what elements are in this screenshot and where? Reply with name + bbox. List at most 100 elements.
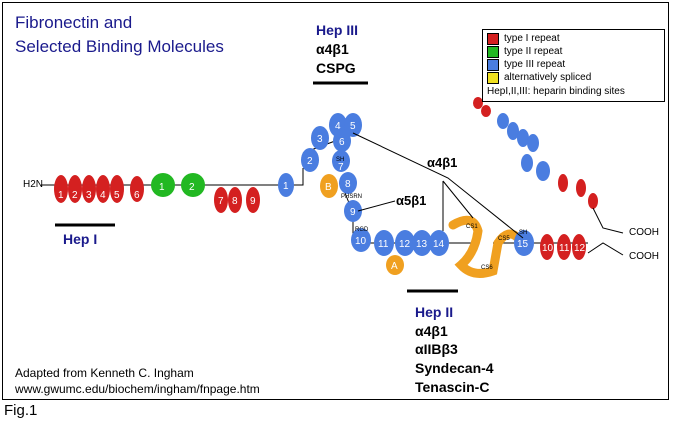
chain2-type3-e xyxy=(521,154,533,172)
legend-item-spliced: alternatively spliced xyxy=(487,71,591,84)
chain2-type3-f xyxy=(536,161,550,181)
sh-label-2: SH xyxy=(519,230,527,236)
type1-left-group: 1 2 3 4 5 xyxy=(54,175,124,203)
hep3-molecule-2: CSPG xyxy=(316,60,356,76)
type3-module-8 xyxy=(339,172,357,194)
title-line-2: Selected Binding Molecules xyxy=(15,37,224,56)
legend-label-type3: type III repeat xyxy=(504,59,566,70)
type1-module-5 xyxy=(110,175,124,203)
type1-label-10: 10 xyxy=(542,243,554,254)
chain2-type3-d xyxy=(527,134,539,152)
type3-module-1 xyxy=(278,173,294,197)
type3-label-5: 5 xyxy=(350,121,356,132)
title-line-1: Fibronectin and xyxy=(15,13,133,32)
figure-frame: H2N 1 2 3 4 5 6 1 2 7 8 9 xyxy=(2,2,669,400)
type1-label-12: 12 xyxy=(574,243,586,254)
n-terminus: H2N xyxy=(23,179,43,190)
sh-label-1: SH xyxy=(336,157,344,163)
type1-label-1: 1 xyxy=(58,190,64,201)
hep2-molecule-4: Tenascin-C xyxy=(415,379,490,395)
legend-label-type1: type I repeat xyxy=(504,33,560,44)
type1-module-4 xyxy=(96,175,110,203)
chain2-type1-c xyxy=(558,174,568,192)
type1-label-5: 5 xyxy=(114,190,120,201)
type1-module-12 xyxy=(572,234,586,260)
type1-module-1 xyxy=(54,175,68,203)
type3-label-9: 9 xyxy=(350,207,356,218)
type1-label-11: 11 xyxy=(559,243,570,254)
type3-module-15 xyxy=(514,230,534,256)
hep2-label: Hep II xyxy=(415,304,454,320)
cs1-label: CS1 xyxy=(466,224,478,230)
type3-label-10: 10 xyxy=(355,236,367,247)
type1-label-8: 8 xyxy=(232,196,238,207)
fibronectin-diagram: H2N 1 2 3 4 5 6 1 2 7 8 9 xyxy=(23,81,659,293)
chain2-type3-a xyxy=(497,113,509,129)
chain2-type1-b xyxy=(481,105,491,117)
cs6-label: CS6 xyxy=(481,265,493,271)
type1-module-9 xyxy=(246,187,260,213)
type3-module-5 xyxy=(344,113,362,137)
type1-module-11 xyxy=(557,234,571,260)
type2-module-2 xyxy=(181,173,205,197)
type1-module-3 xyxy=(82,175,96,203)
type1-module-8 xyxy=(228,187,242,213)
hep2-molecule-3: Syndecan-4 xyxy=(415,360,494,376)
type3-label-4: 4 xyxy=(335,121,341,132)
type1-module-10 xyxy=(540,234,554,260)
legend-note-text: HepI,II,III: heparin binding sites xyxy=(487,86,625,97)
chain2-type1-d xyxy=(576,179,586,197)
type1-label-2: 2 xyxy=(72,190,78,201)
binding-lines xyxy=(352,132,524,239)
hep2-molecule-2: αIIBβ3 xyxy=(415,341,458,357)
spliced-swatch xyxy=(487,71,499,84)
hep3-label: Hep III xyxy=(316,22,359,38)
legend-box: type I repeat type II repeat type III re… xyxy=(482,29,665,102)
chain2-type1-a xyxy=(473,97,483,109)
type3-module-6 xyxy=(333,130,351,152)
type3-label-2: 2 xyxy=(307,156,313,167)
type3-swatch xyxy=(487,58,499,71)
iiics-region xyxy=(448,215,523,278)
chain2-type3-c xyxy=(517,129,529,147)
type1-swatch xyxy=(487,32,499,45)
type1-label-6: 6 xyxy=(134,190,140,201)
type3-module-3 xyxy=(311,126,329,150)
type3-module-14 xyxy=(429,230,449,256)
type3-module-2 xyxy=(301,148,319,172)
type2-swatch xyxy=(487,45,499,58)
rgd-label: RGD xyxy=(355,227,369,233)
legend-item-type1: type I repeat xyxy=(487,32,560,45)
type1-module-7 xyxy=(214,187,228,213)
second-chain xyxy=(473,97,598,209)
type3-label-6: 6 xyxy=(339,137,345,148)
cooh-1: COOH xyxy=(629,227,659,238)
type2-label-2: 2 xyxy=(189,182,195,193)
spliced-label-a: A xyxy=(391,261,398,272)
type3-module-12 xyxy=(395,230,415,256)
hep3-molecule-1: α4β1 xyxy=(316,41,349,57)
type3-label-14: 14 xyxy=(433,239,445,250)
legend-note: HepI,II,III: heparin binding sites xyxy=(487,85,625,98)
legend-item-type3: type III repeat xyxy=(487,58,565,71)
type1-label-7: 7 xyxy=(218,196,224,207)
cooh-2: COOH xyxy=(629,251,659,262)
type3-label-12: 12 xyxy=(399,239,411,250)
type1-module-2 xyxy=(68,175,82,203)
type3-module-13 xyxy=(412,230,432,256)
figure-label: Fig.1 xyxy=(4,402,38,419)
disulfide-links xyxy=(587,207,624,256)
chain2-type1-e xyxy=(588,193,598,209)
type1-label-9: 9 xyxy=(250,196,256,207)
type3-label-8: 8 xyxy=(345,179,351,190)
legend-label-spliced: alternatively spliced xyxy=(504,72,592,83)
type3-label-7: 7 xyxy=(338,162,344,173)
type2-label-1: 1 xyxy=(159,182,165,193)
type1-label-4: 4 xyxy=(100,190,106,201)
spliced-a-module xyxy=(386,255,404,275)
a4b1-binding-label: α4β1 xyxy=(427,155,457,170)
type3-label-11: 11 xyxy=(378,239,389,250)
chain2-type3-b xyxy=(507,122,519,140)
type3-module-7 xyxy=(332,150,350,172)
credit-line-1: Adapted from Kenneth C. Ingham xyxy=(15,366,194,380)
